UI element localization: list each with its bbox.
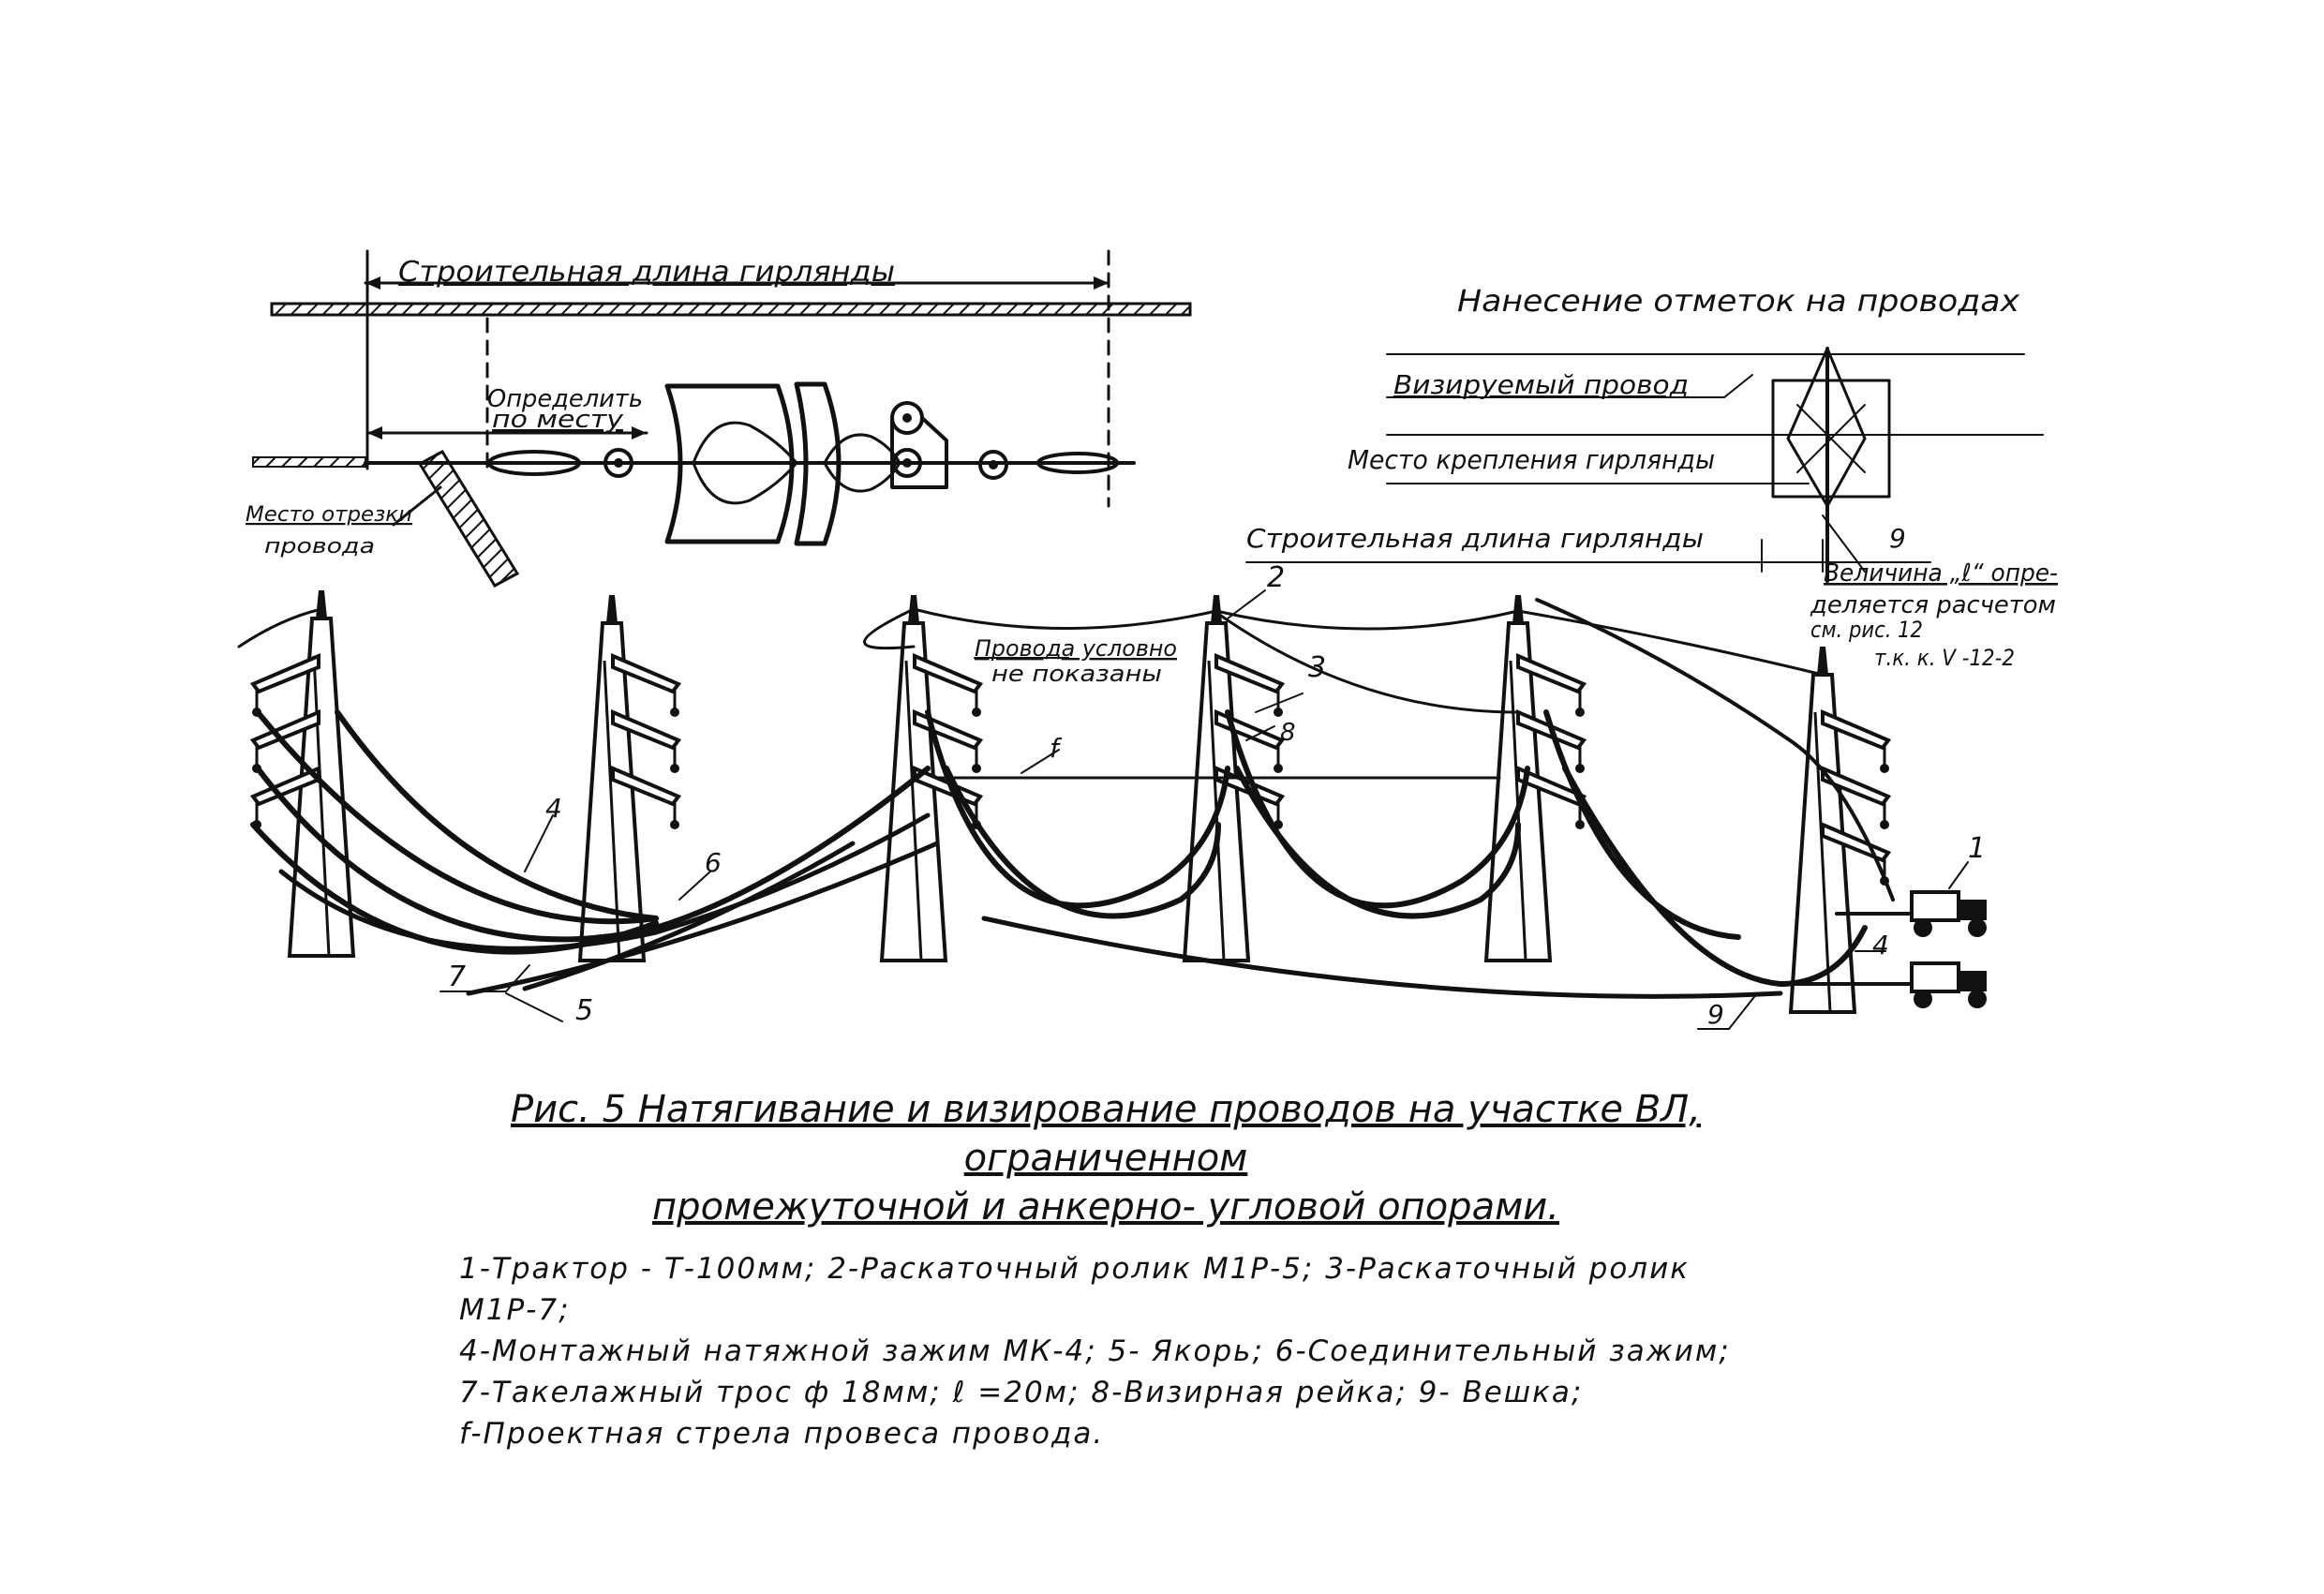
- callout-9: 9: [1707, 999, 1724, 1030]
- note-line-1: Величина „ℓ“ опре-: [1824, 559, 2058, 588]
- note-line-3: см. рис. 12: [1810, 617, 1923, 643]
- callout-7: 7: [448, 961, 466, 993]
- sighted-wire-label: Визируемый провод: [1393, 369, 1689, 400]
- callout-5: 5: [575, 994, 593, 1027]
- tractor-2-icon: [1910, 961, 1987, 1008]
- num-9-top: 9: [1889, 523, 1906, 554]
- callout-f: f: [1050, 733, 1063, 764]
- determine-label-2: по месту: [492, 406, 624, 434]
- wire-marking-detail: Нанесение отметок на проводах Визируемый…: [1245, 283, 2058, 671]
- hatched-cable-top: [270, 302, 1192, 317]
- legend-line: 1-Трактор - Т-100мм; 2-Раскаточный ролик…: [459, 1252, 1690, 1327]
- legend-line: 7-Такелажный трос ф 18мм; ℓ =20м; 8-Визи…: [459, 1376, 1584, 1409]
- wires-note-1: Провода условно: [975, 635, 1177, 662]
- legend-line: f-Проектная стрела провеса провода.: [459, 1417, 1105, 1451]
- tractor-1-icon: [1910, 890, 1987, 937]
- legend-line: 4-Монтажный натяжной зажим МК-4; 5- Якор…: [459, 1334, 1731, 1368]
- note-line-4: т.к. к. V -12-2: [1874, 645, 2015, 671]
- marking-title: Нанесение отметок на проводах: [1457, 283, 2020, 319]
- determine-label-1: Определить: [487, 385, 643, 413]
- callout-3: 3: [1308, 651, 1326, 684]
- length-label-top-left: Строительная длина гирлянды: [398, 256, 895, 289]
- wires-note-2: не показаны: [991, 661, 1162, 687]
- overhead-line-section: 1 2 3 8 4 4 6 7 5 9 f Провода условно не…: [237, 561, 1987, 1030]
- legend: 1-Трактор - Т-100мм; 2-Раскаточный ролик…: [459, 1248, 1809, 1454]
- callout-8: 8: [1280, 719, 1296, 747]
- attach-place-label: Место крепления гирлянды: [1348, 444, 1715, 475]
- callout-6: 6: [705, 847, 722, 878]
- caption-title-2: промежуточной и анкерно- угловой опорами…: [652, 1185, 1559, 1229]
- callout-4a: 4: [545, 793, 562, 824]
- callout-4b: 4: [1872, 930, 1889, 961]
- hatched-wire-left: [252, 456, 366, 468]
- figure-caption: Рис. 5 Натягивание и визирование проводо…: [403, 1085, 1809, 1454]
- callout-2: 2: [1267, 561, 1285, 594]
- callout-1: 1: [1968, 832, 1986, 865]
- cut-label-1: Место отрезки: [246, 503, 412, 527]
- cut-label-2: провода: [264, 535, 375, 559]
- note-line-2: деляется расчетом: [1810, 591, 2056, 619]
- insulator-string-detail: Строительная длина гирлянды Определить п…: [246, 249, 1192, 588]
- length-label-top-right: Строительная длина гирлянды: [1246, 523, 1704, 554]
- caption-title-1: Рис. 5 Натягивание и визирование проводо…: [511, 1088, 1701, 1180]
